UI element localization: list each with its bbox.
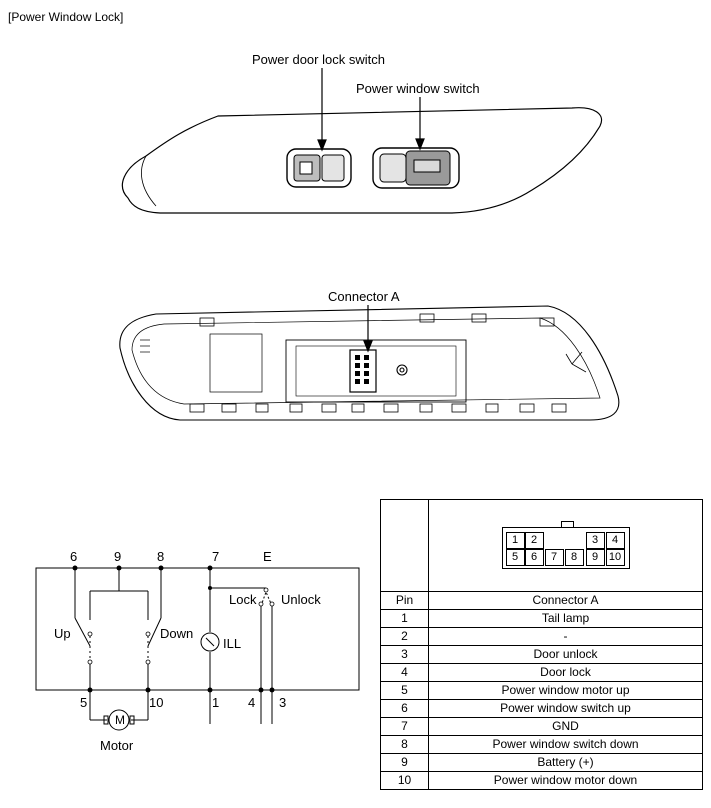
- pin-number: 4: [380, 663, 429, 682]
- table-row: 2-: [380, 627, 703, 646]
- switch-contacts: [87, 587, 275, 665]
- connector-cell: 4: [605, 531, 625, 549]
- pin-description: Power window switch down: [428, 735, 703, 754]
- pin-description: GND: [428, 717, 703, 736]
- pin-number: 8: [380, 735, 429, 754]
- connector-body: [501, 526, 630, 569]
- pin-number: 6: [380, 699, 429, 718]
- motor-label: Motor: [100, 738, 134, 753]
- table-header-row: Pin Connector A: [380, 591, 703, 610]
- pin-number: 9: [380, 753, 429, 772]
- pin-label-4: 4: [248, 695, 256, 710]
- window-switch-shape: [372, 147, 460, 189]
- pin-description: Door unlock: [428, 645, 703, 664]
- pin-description: Power window motor up: [428, 681, 703, 700]
- door-lock-switch-shape: [286, 148, 352, 188]
- pin-label-8: 8: [157, 549, 165, 564]
- connector-a-pins: [355, 355, 369, 384]
- pin-description: Power window motor down: [428, 771, 703, 790]
- pin-number: 1: [380, 609, 429, 628]
- connector-face-blank-cell: [380, 499, 429, 592]
- power-window-switch-label: Power window switch: [356, 81, 480, 96]
- connector-a-label: Connector A: [328, 289, 400, 304]
- pin-label-1: 1: [212, 695, 220, 710]
- pin-number: 10: [380, 771, 429, 790]
- pin-description: Battery (+): [428, 753, 703, 772]
- unlock-label: Unlock: [281, 592, 321, 607]
- pin-description: -: [428, 627, 703, 646]
- connector-cell: 8: [564, 548, 584, 566]
- power-door-lock-switch-label: Power door lock switch: [252, 52, 385, 67]
- connector-cell: 9: [585, 548, 605, 566]
- back-panel-clips: [189, 313, 567, 413]
- connector-cell: 1: [505, 531, 525, 549]
- pin-description: Tail lamp: [428, 609, 703, 628]
- pin-column-header: Pin: [380, 591, 429, 610]
- connector-column-header: Connector A: [428, 591, 703, 610]
- ill-label: ILL: [223, 636, 242, 651]
- pin-label-5: 5: [80, 695, 88, 710]
- connector-latch: [560, 520, 574, 528]
- pin-label-3: 3: [279, 695, 287, 710]
- up-label: Up: [54, 626, 71, 641]
- connector-face-cell: 1 2 3 4 5 6 7 8 9 10: [428, 499, 703, 592]
- pin-label-6: 6: [70, 549, 78, 564]
- connector-cell: 6: [524, 548, 544, 566]
- connector-cell: 10: [605, 548, 625, 566]
- switch-panel-back-view: [119, 305, 620, 421]
- connector-cell: 5: [505, 548, 525, 566]
- pin-number: 7: [380, 717, 429, 736]
- pin-label-e: E: [263, 549, 272, 564]
- page-title: [Power Window Lock]: [8, 10, 124, 24]
- pin-description: Power window switch up: [428, 699, 703, 718]
- pin-number: 5: [380, 681, 429, 700]
- down-label: Down: [160, 626, 194, 641]
- pin-description: Door lock: [428, 663, 703, 682]
- switch-panel-top-view: [122, 107, 603, 214]
- pin-number: 2: [380, 627, 429, 646]
- connector-face-diagram: 1 2 3 4 5 6 7 8 9 10: [501, 520, 630, 571]
- schematic-nodes: [72, 565, 275, 693]
- connector-cell: 2: [524, 531, 544, 549]
- schematic-boundary: [35, 567, 360, 691]
- pin-number: 3: [380, 645, 429, 664]
- connector-face-row: 1 2 3 4 5 6 7 8 9 10: [380, 499, 703, 592]
- connector-cell: 7: [544, 548, 564, 566]
- lock-label: Lock: [229, 592, 257, 607]
- motor-symbol: M: [115, 713, 125, 727]
- pin-label-7: 7: [212, 549, 220, 564]
- connector-cell: 3: [585, 531, 605, 549]
- pin-label-10: 10: [149, 695, 164, 710]
- pin-label-9: 9: [114, 549, 122, 564]
